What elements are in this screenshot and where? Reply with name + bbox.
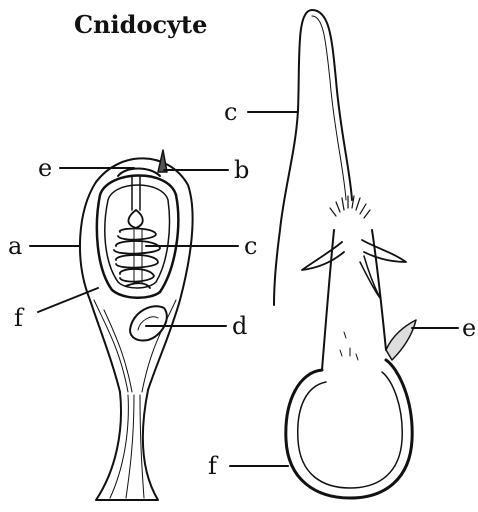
everted-thread-inner bbox=[312, 16, 346, 200]
operculum-flap bbox=[386, 320, 416, 360]
cell-stalk bbox=[96, 390, 158, 500]
capsule-inner-wall bbox=[105, 185, 170, 288]
cell-body-outline bbox=[96, 158, 193, 390]
barb-right bbox=[362, 240, 406, 262]
label-right-f: f bbox=[208, 454, 217, 478]
label-left-e: e bbox=[38, 156, 52, 180]
label-left-b: b bbox=[234, 158, 249, 182]
discharged-capsule bbox=[286, 360, 412, 498]
thread-shaft bbox=[322, 230, 386, 370]
discharged-cnidocyte bbox=[274, 10, 416, 498]
discharged-capsule-inner bbox=[298, 372, 402, 488]
thread-spines bbox=[330, 196, 370, 218]
label-right-c: c bbox=[224, 100, 237, 124]
nucleus bbox=[130, 306, 167, 340]
coiled-thread bbox=[114, 210, 160, 288]
shaft-marks bbox=[340, 332, 358, 360]
barb-left bbox=[302, 242, 344, 270]
label-left-c: c bbox=[244, 234, 257, 258]
label-right-e: e bbox=[462, 316, 476, 340]
nucleus-inner bbox=[138, 317, 158, 330]
capsule-wall bbox=[97, 175, 178, 297]
stalk-fibers bbox=[110, 395, 144, 498]
cell-body-outline-left bbox=[80, 182, 120, 392]
label-left-a: a bbox=[8, 234, 22, 258]
coil-axis bbox=[134, 230, 142, 284]
label-left-d: d bbox=[232, 314, 247, 338]
label-left-f: f bbox=[14, 306, 23, 330]
operculum-stem bbox=[132, 176, 140, 210]
